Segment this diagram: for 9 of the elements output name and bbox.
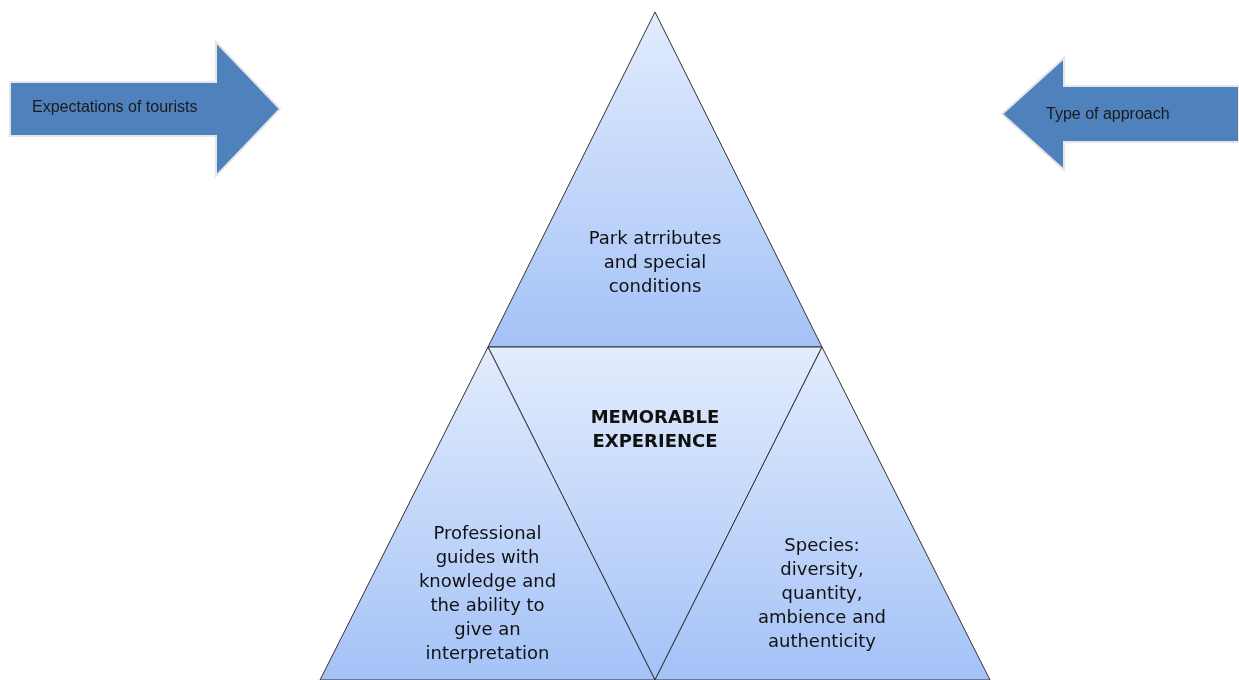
arrow-label: Type of approach [1046,105,1170,123]
left-block-arrow [1002,58,1239,170]
panel-label: Professional guides with knowledge and the ability to give an interpretation [417,521,558,665]
panel-label: Species: diversity, quantity, ambience and authenticity [757,533,887,653]
right-block-arrow [8,40,282,178]
arrow-label: Expectations of tourists [32,98,198,116]
panel-label: Park atrributes and special conditions [587,226,723,298]
triangle-panel [488,12,822,347]
panel-label: MEMORABLE EXPERIENCE [589,405,721,453]
